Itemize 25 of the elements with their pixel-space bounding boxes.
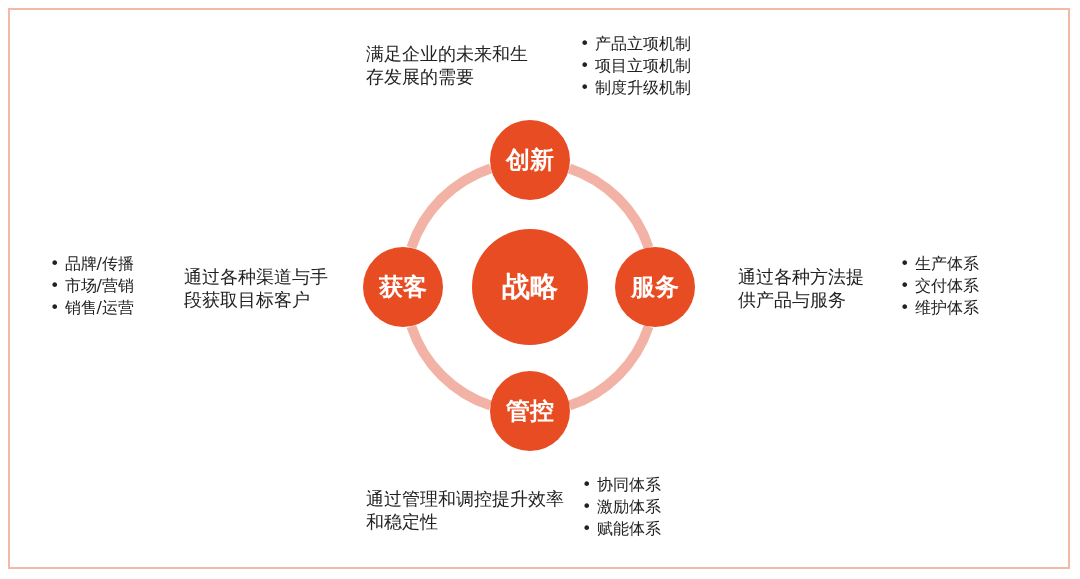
ring-arc xyxy=(406,163,493,250)
bullet-item: • 销售/运营 xyxy=(50,297,134,319)
ring-arc xyxy=(406,324,493,411)
node-label: 管控 xyxy=(506,396,554,427)
bullet-item: • 制度升级机制 xyxy=(580,77,691,99)
bullet-item: • 生产体系 xyxy=(900,253,979,275)
bullet-item: • 品牌/传播 xyxy=(50,253,134,275)
node-label: 服务 xyxy=(631,272,679,303)
bullet-item: • 项目立项机制 xyxy=(580,55,691,77)
bullet-item: • 产品立项机制 xyxy=(580,33,691,55)
bullet-item: • 交付体系 xyxy=(900,275,979,297)
description-text: 满足企业的未来和生存发展的需要 xyxy=(366,42,529,88)
node-label: 获客 xyxy=(379,272,427,303)
description-text: 通过各种渠道与手段获取目标客户 xyxy=(184,265,329,311)
description-text: 通过各种方法提供产品与服务 xyxy=(738,265,865,311)
ring-arc xyxy=(567,324,654,411)
ring-arc xyxy=(567,163,654,250)
description-text: 通过管理和调控提升效率和稳定性 xyxy=(366,487,564,533)
node-label: 战略 xyxy=(502,269,558,305)
bullet-item: • 赋能体系 xyxy=(582,518,661,540)
bullet-item: • 市场/营销 xyxy=(50,275,134,297)
bullet-item: • 激励体系 xyxy=(582,496,661,518)
bullet-item: • 维护体系 xyxy=(900,297,979,319)
bullet-item: • 协同体系 xyxy=(582,474,661,496)
node-label: 创新 xyxy=(506,145,554,176)
